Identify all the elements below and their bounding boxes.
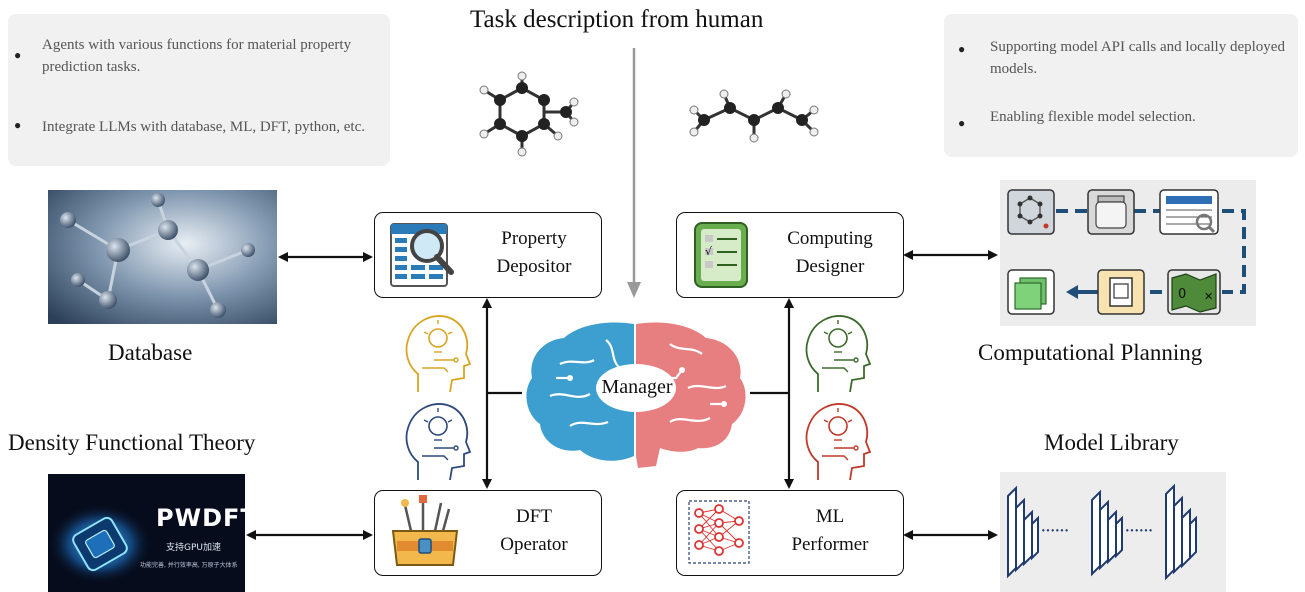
ml-performer-label-1: ML [815,506,845,527]
agent-property-depositor[interactable]: Property Depositor [374,212,602,298]
bullet-icon: ● [958,116,966,130]
dft-operator-label-2: Operator [500,534,568,555]
pwdft-subtitle: 支持GPU加速 [166,543,221,553]
agent-dft-operator[interactable]: DFT Operator [374,490,602,576]
chip-icon [48,504,152,584]
agent-computing-designer[interactable]: √ Computing Designer [676,212,904,298]
caption-dft: Density Functional Theory [8,430,256,455]
computational-planning-panel: 0 ✕ [1000,180,1256,326]
manager-label: Manager [601,376,673,398]
task-arrow [627,48,641,298]
model-library-ellipsis-2: ······ [1124,520,1154,542]
property-depositor-label-2: Depositor [496,256,572,277]
bullet-icon: ● [14,118,22,132]
caption-computational-planning: Computational Planning [978,340,1203,365]
svg-text:√: √ [705,245,713,258]
checklist-icon: √ [694,222,748,288]
toolbox-icon [391,495,459,566]
note-box-right: ● Supporting model API calls and locally… [944,14,1298,157]
head-lightbulb-icon [805,403,872,481]
database-image [48,190,277,324]
note-left-2: Integrate LLMs with database, ML, DFT, p… [42,119,365,135]
head-lightbulb-icon [805,315,872,393]
manager-brain-icon [526,322,746,468]
model-library-panel: ······ ······ [1000,472,1226,592]
model-library-ellipsis-1: ······ [1040,520,1070,542]
dft-operator-label-1: DFT [516,506,552,527]
ml-performer-label-2: Performer [791,534,869,555]
property-depositor-label-1: Property [501,228,567,249]
agent-ml-performer[interactable]: ML Performer [676,490,904,576]
molecule-chain-icon [689,89,819,143]
spreadsheet-magnifier-icon [390,223,454,287]
svg-text:0: 0 [1178,287,1186,302]
pwdft-tagline: 功能完善, 并行效率高, 万原子大体系 [140,562,238,569]
bullet-icon: ● [14,48,22,62]
svg-text:✕: ✕ [1204,290,1213,303]
note-left-1: Agents with various functions for materi… [42,37,352,75]
page-title: Task description from human [470,6,764,33]
model-layers-icon [1007,483,1197,581]
head-lightbulb-icon [405,403,472,481]
caption-database: Database [108,340,193,365]
note-box-left: ● Agents with various functions for mate… [8,14,390,166]
head-lightbulb-icon [405,315,472,393]
pwdft-image: PWDFT 支持GPU加速 功能完善, 并行效率高, 万原子大体系 [48,474,245,592]
computing-designer-label-1: Computing [787,228,873,249]
bullet-icon: ● [958,42,966,56]
molecule-ring-icon [479,71,579,157]
computing-designer-label-2: Designer [795,256,865,277]
caption-model-library: Model Library [1044,430,1179,455]
note-right-1: Supporting model API calls and locally d… [990,39,1285,77]
note-right-2: Enabling flexible model selection. [990,109,1196,125]
pwdft-title: PWDFT [156,504,245,532]
neural-network-icon [688,500,750,564]
